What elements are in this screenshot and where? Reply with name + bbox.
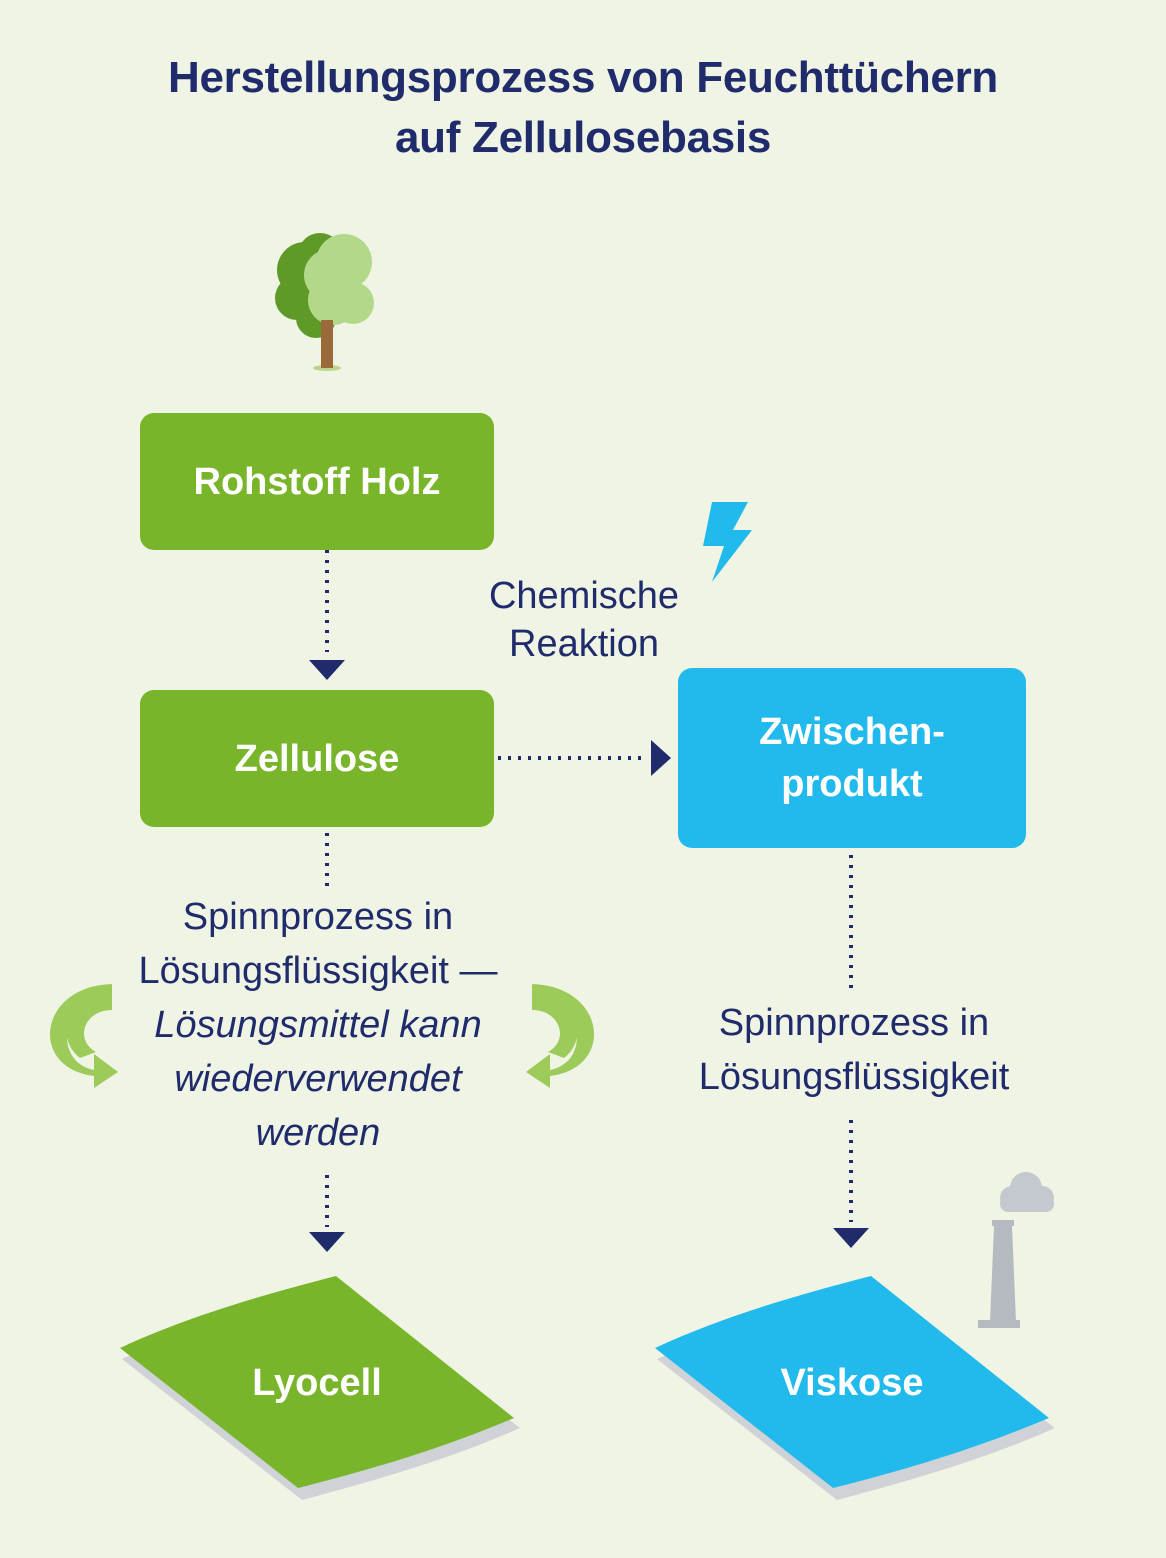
zellulose-label: Zellulose [234,737,400,780]
spinnprozess-lyocell-label: Spinnprozess in Lösungsflüssigkeit — Lös… [90,890,546,1160]
rohstoff-holz-box: Rohstoff Holz [140,413,494,550]
arrow-zellulose-to-zwischenprodukt [498,740,671,776]
chemische-reaktion-label: Chemische Reaktion [464,572,704,668]
rohstoff-holz-label: Rohstoff Holz [193,460,441,503]
arrow-rohstoff-to-zellulose [309,550,345,680]
zellulose-box: Zellulose [140,690,494,827]
zwischenprodukt-label-line-1: Zwischen- [759,711,945,753]
zwischenprodukt-label-line-2: produkt [781,763,923,805]
lyocell-shape [120,1276,520,1500]
recycle-arrow-right-icon [526,984,595,1088]
left-label-line-2: Lösungsflüssigkeit — [138,950,498,992]
title-line-1: Herstellungsprozess von Feuchttüchern [168,53,998,102]
right-label-line-2: Lösungsflüssigkeit [698,1056,1010,1098]
lightning-icon [703,502,752,582]
left-label-line-5: werden [255,1112,381,1154]
spinnprozess-viskose-label: Spinnprozess in Lösungsflüssigkeit [664,996,1044,1104]
title-line-2: auf Zellulosebasis [394,113,772,162]
left-label-line-1: Spinnprozess in [182,896,454,938]
factory-chimney-icon [978,1172,1054,1328]
left-label-line-4: wiederverwendet [174,1058,462,1100]
page-title: Herstellungsprozess von Feuchttüchern au… [0,48,1166,168]
chemische-line-2: Reaktion [509,623,659,665]
right-label-line-1: Spinnprozess in [718,1002,990,1044]
recycle-arrow-left-icon [49,984,119,1088]
tree-icon [275,233,374,371]
arrow-to-lyocell [309,1175,345,1252]
arrow-to-viskose [833,1120,869,1248]
viskose-label: Viskose [780,1362,924,1404]
left-label-line-3: Lösungsmittel kann [154,1004,482,1046]
zwischenprodukt-box: Zwischen- produkt [678,668,1026,848]
lyocell-label: Lyocell [252,1362,382,1404]
chemische-line-1: Chemische [488,575,680,617]
viskose-shape [655,1276,1055,1500]
